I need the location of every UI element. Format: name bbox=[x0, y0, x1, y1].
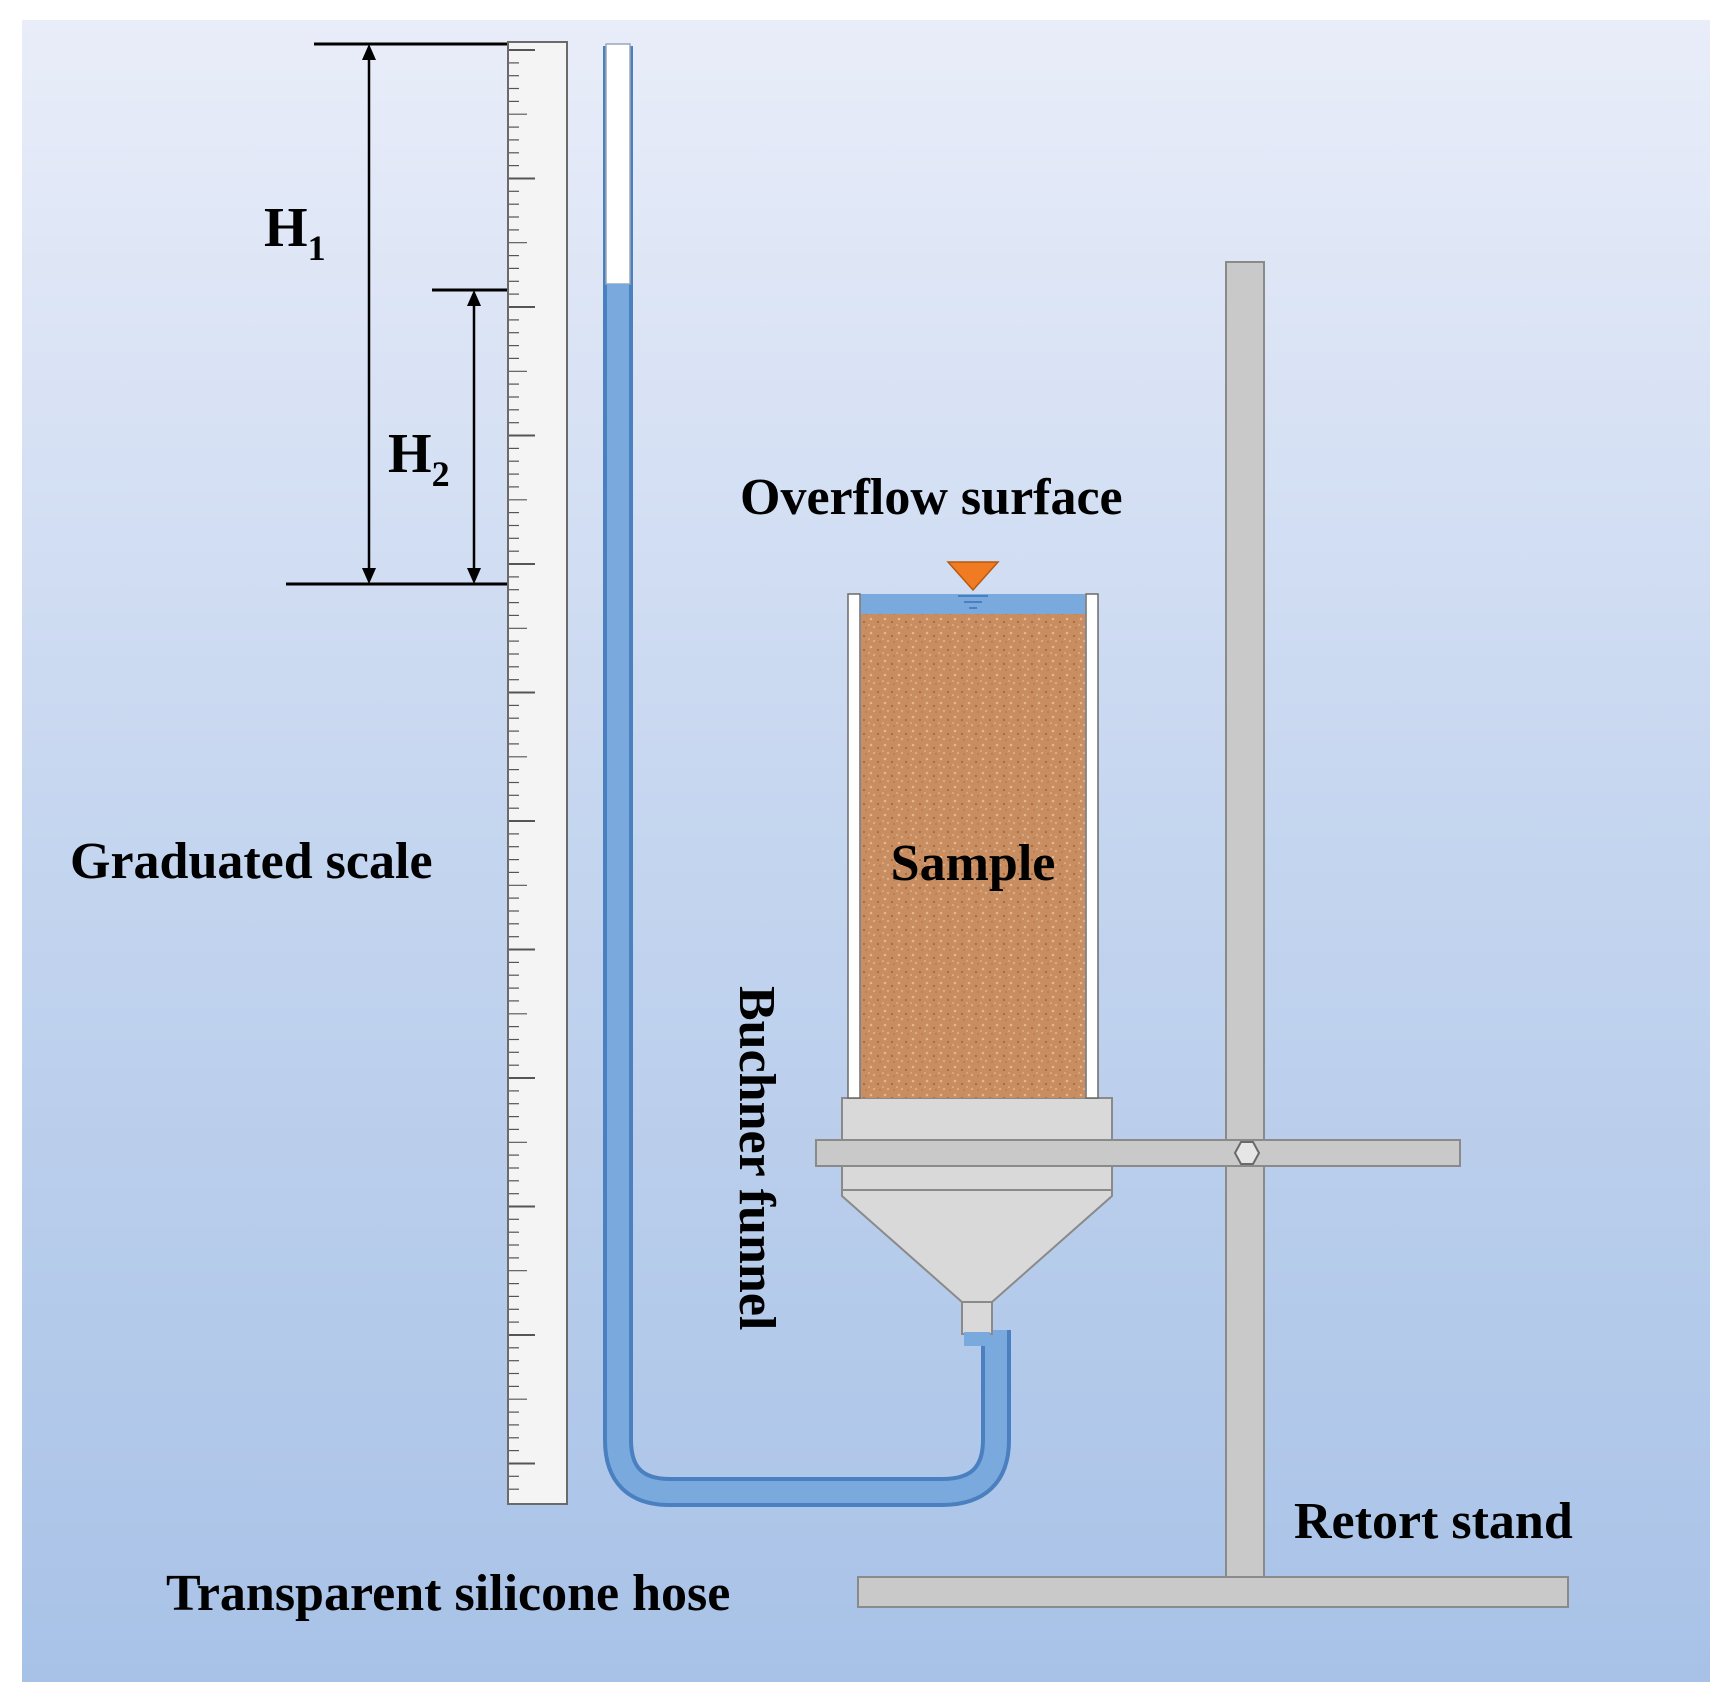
scale-ticks bbox=[509, 49, 535, 1490]
stand-base bbox=[857, 1576, 1569, 1608]
clamp-arm bbox=[815, 1139, 1461, 1167]
water-level-marker-icon bbox=[946, 561, 1000, 609]
h2-dimension bbox=[432, 288, 514, 584]
overflow-surface-label: Overflow surface bbox=[740, 469, 1123, 526]
retort-stand-label: Retort stand bbox=[1294, 1493, 1573, 1550]
retort-stand bbox=[857, 261, 1569, 1608]
clamp-nut-icon bbox=[1233, 1141, 1261, 1165]
sample-soil bbox=[861, 614, 1085, 1098]
overflow-water bbox=[861, 594, 1085, 614]
sample-cylinder bbox=[847, 593, 1099, 1099]
sample-label: Sample bbox=[891, 835, 1056, 892]
graduated-scale-label: Graduated scale bbox=[70, 833, 433, 890]
transparent-silicone-hose-label: Transparent silicone hose bbox=[166, 1565, 730, 1622]
graduated-scale bbox=[507, 41, 568, 1505]
h2-label: H2 bbox=[388, 423, 450, 494]
buchner-funnel-label: Buchner funnel bbox=[728, 986, 785, 1330]
stand-rod bbox=[1225, 261, 1265, 1581]
h1-dimension bbox=[286, 42, 514, 586]
silicone-hose bbox=[603, 43, 1011, 1507]
h1-label: H1 bbox=[264, 197, 326, 268]
hose-air-section bbox=[605, 43, 631, 285]
